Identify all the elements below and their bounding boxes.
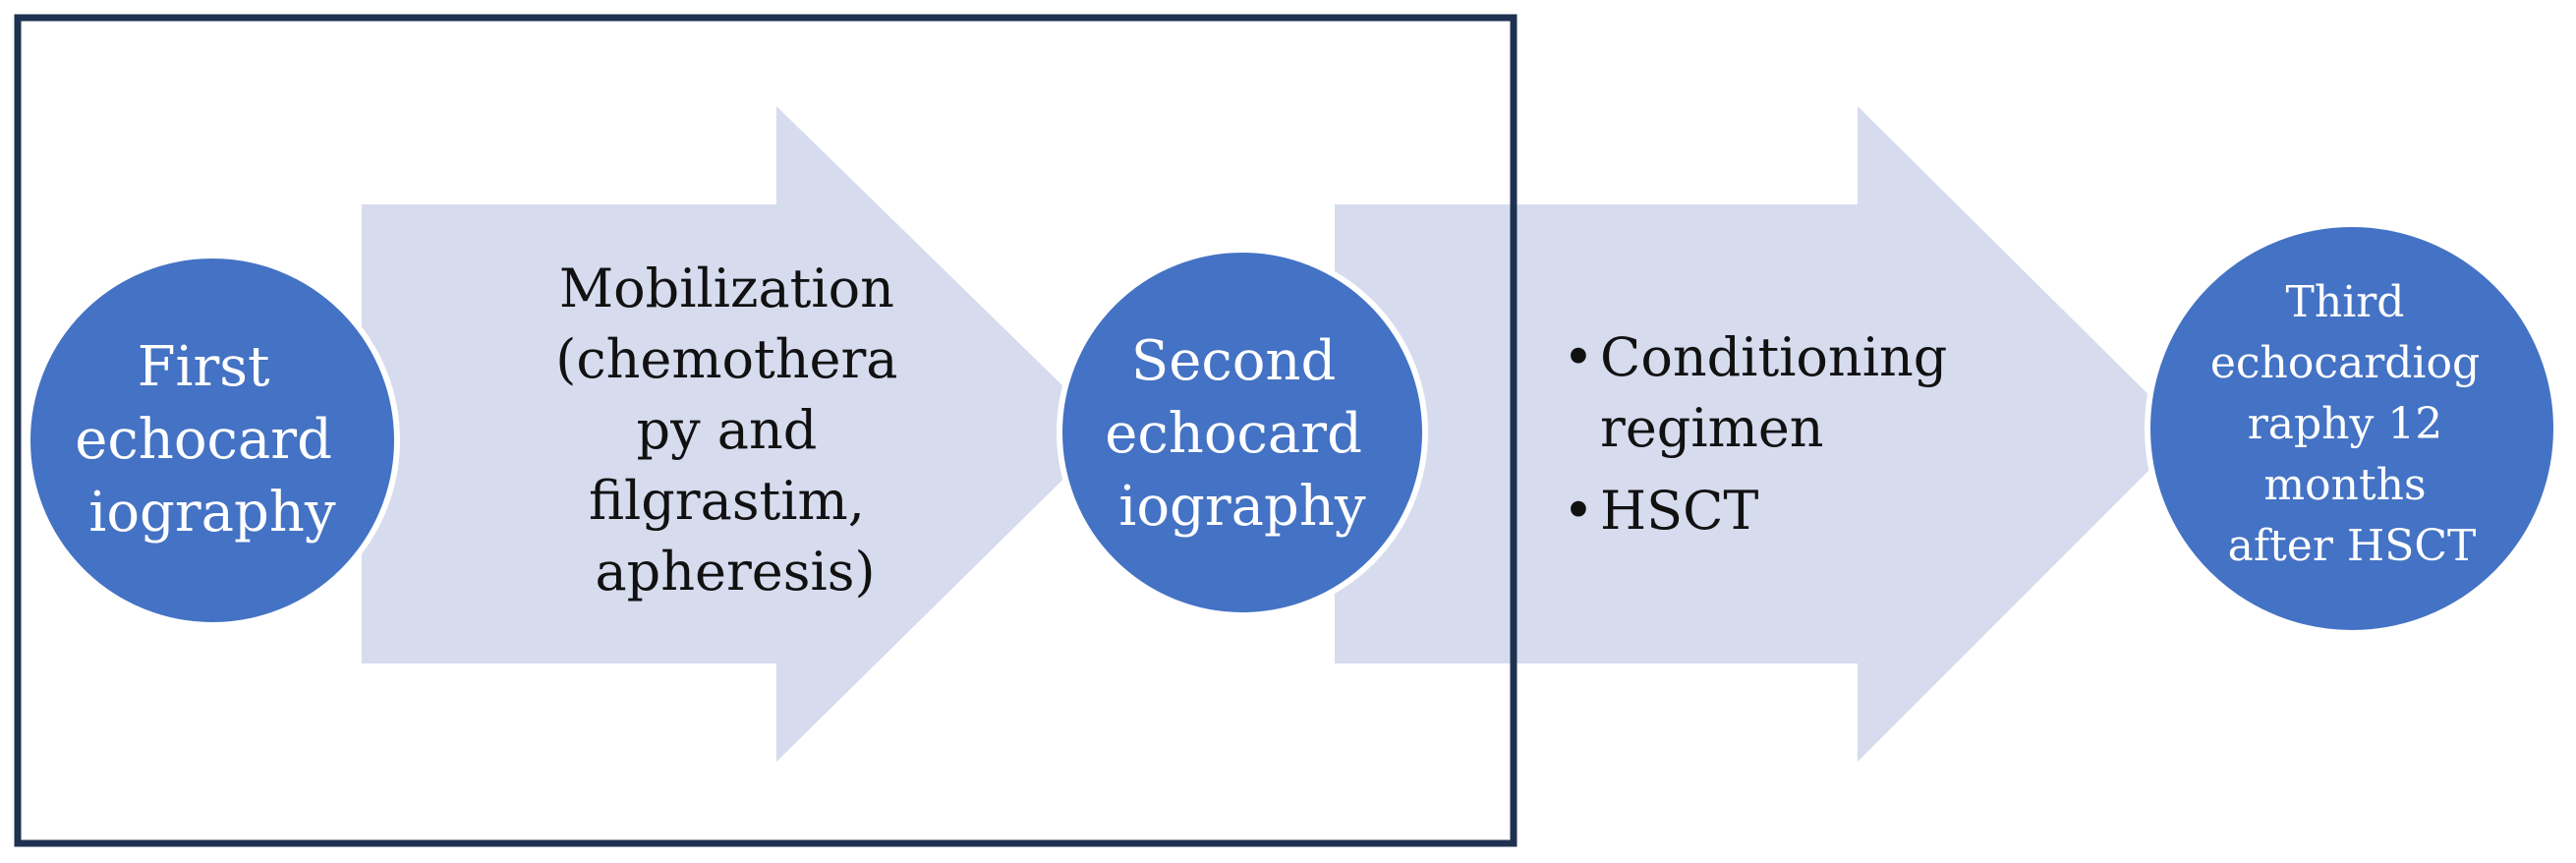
bullet-line: HSCT (1600, 480, 1758, 542)
mobilization-line: (chemothera (555, 328, 897, 390)
first-step-label: First echocard iography (75, 335, 349, 545)
bullet-marker-conditioning: • (1563, 326, 1594, 388)
first-step-line: iography (88, 481, 336, 545)
phase-frame (14, 14, 1517, 847)
third-step-line: months (2263, 460, 2426, 510)
second-step-label: Second echocard iography (1105, 329, 1379, 539)
third-step-line: after HSCT (2228, 521, 2477, 571)
second-step-line: Second (1131, 329, 1337, 393)
circle-third-echocardiography (2145, 221, 2559, 636)
circle-first-echocardiography (25, 253, 400, 628)
bullet-conditioning-regimen: Conditioning regimen (1600, 326, 1965, 459)
third-step-line: raphy 12 (2248, 399, 2443, 449)
mobilization-line: filgrastim, (589, 470, 865, 532)
third-step-line: Third (2286, 277, 2405, 327)
arrow-mobilization (362, 106, 1111, 762)
bullet-hsct: HSCT (1600, 480, 1758, 542)
bullet-line: regimen (1600, 397, 1824, 459)
circle-second-echocardiography (1057, 247, 1428, 618)
third-step-line: echocardiog (2210, 338, 2480, 388)
second-step-line: iography (1118, 475, 1366, 539)
first-step-line: First (138, 335, 270, 399)
second-step-line: echocard (1105, 402, 1362, 466)
mobilization-step-label: Mobilization (chemothera py and filgrast… (555, 258, 914, 603)
bullet-line: Conditioning (1600, 326, 1947, 388)
third-step-label: Third echocardiog raphy 12 months after … (2210, 277, 2493, 571)
mobilization-line: apheresis) (595, 541, 875, 603)
mobilization-line: Mobilization (559, 258, 894, 319)
first-step-line: echocard (75, 408, 332, 472)
bullet-marker-hsct: • (1563, 480, 1594, 542)
arrow-transplant (1335, 106, 2187, 762)
mobilization-line: py and (637, 399, 818, 461)
